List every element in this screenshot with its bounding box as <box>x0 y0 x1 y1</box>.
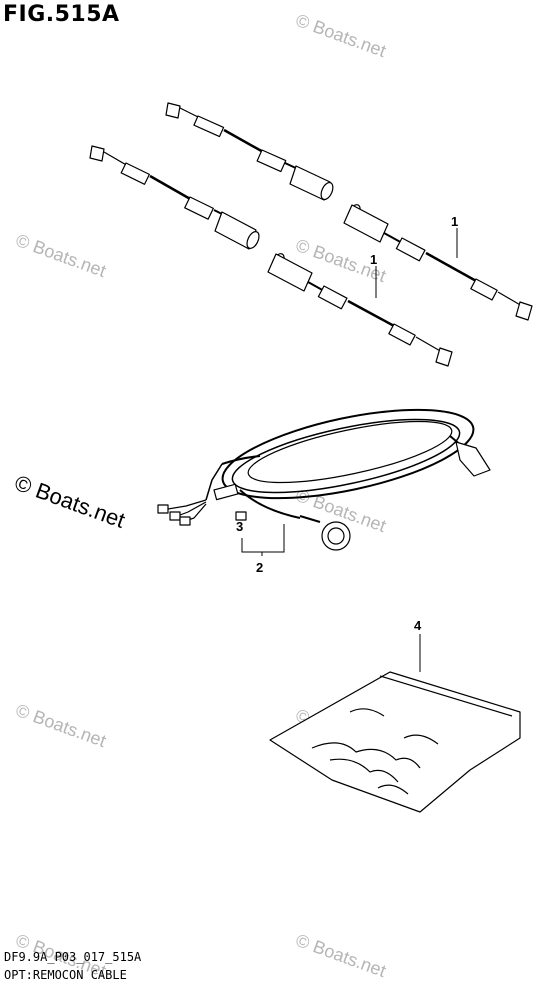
figure-title: FIG.515A <box>3 2 120 27</box>
callout-label: 2 <box>256 560 263 575</box>
wiring-harness <box>157 408 491 551</box>
figure-code: DF9.9A_P03_017_515A <box>4 950 142 964</box>
figure-name: OPT:REMOCON CABLE <box>4 968 127 982</box>
connector-clip <box>235 511 247 521</box>
remocon-cable-upper-left-b <box>89 145 260 250</box>
callout-label: 1 <box>451 214 458 229</box>
remocon-cable-1-right-top <box>343 204 533 321</box>
callout-label: 1 <box>370 252 377 267</box>
parts-bag <box>269 671 521 813</box>
callout-label: 3 <box>236 519 243 534</box>
remocon-cable-1-right-bottom <box>267 253 453 367</box>
leader-lines <box>241 228 458 672</box>
remocon-cable-upper-left-a <box>165 102 334 201</box>
callout-label: 4 <box>414 618 422 633</box>
